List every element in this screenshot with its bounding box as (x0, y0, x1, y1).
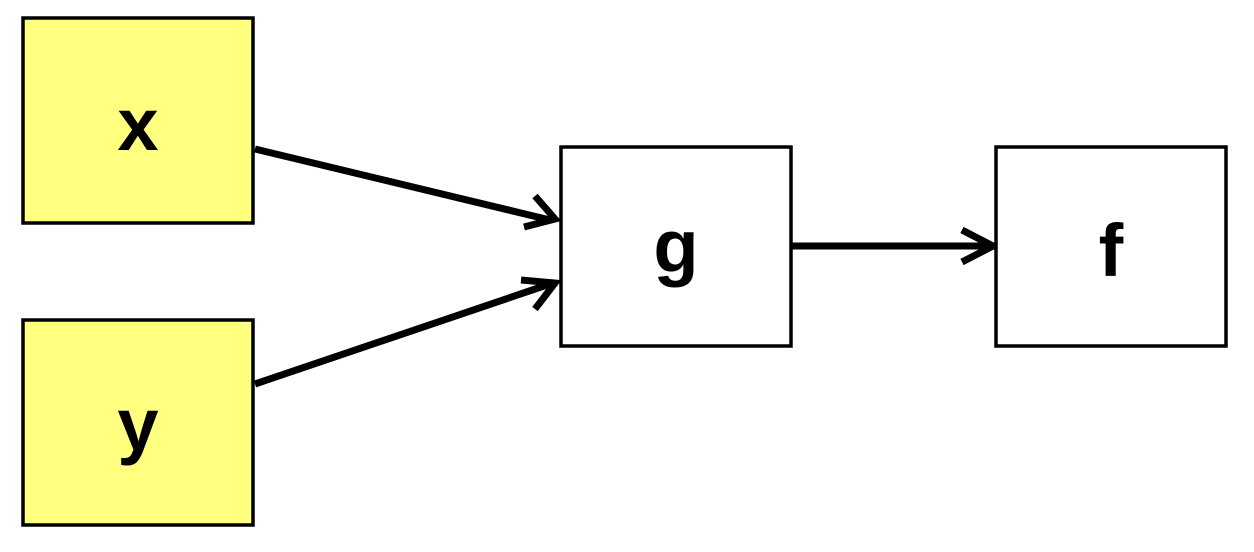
node-y-label: y (117, 383, 158, 466)
node-x: x (21, 16, 255, 225)
node-g-box (559, 145, 793, 348)
node-y-box (21, 318, 255, 527)
edge-x-to-g (254, 145, 562, 231)
node-x-label: x (117, 83, 158, 166)
edge-g-to-f (791, 226, 1001, 266)
node-f: f (994, 145, 1228, 348)
node-f-label: f (1099, 209, 1124, 292)
node-g: g (559, 145, 793, 348)
node-f-box (994, 145, 1228, 348)
node-x-box (21, 16, 255, 225)
edge-y-to-g (253, 276, 562, 388)
node-g-label: g (653, 205, 698, 288)
node-y: y (21, 318, 255, 527)
